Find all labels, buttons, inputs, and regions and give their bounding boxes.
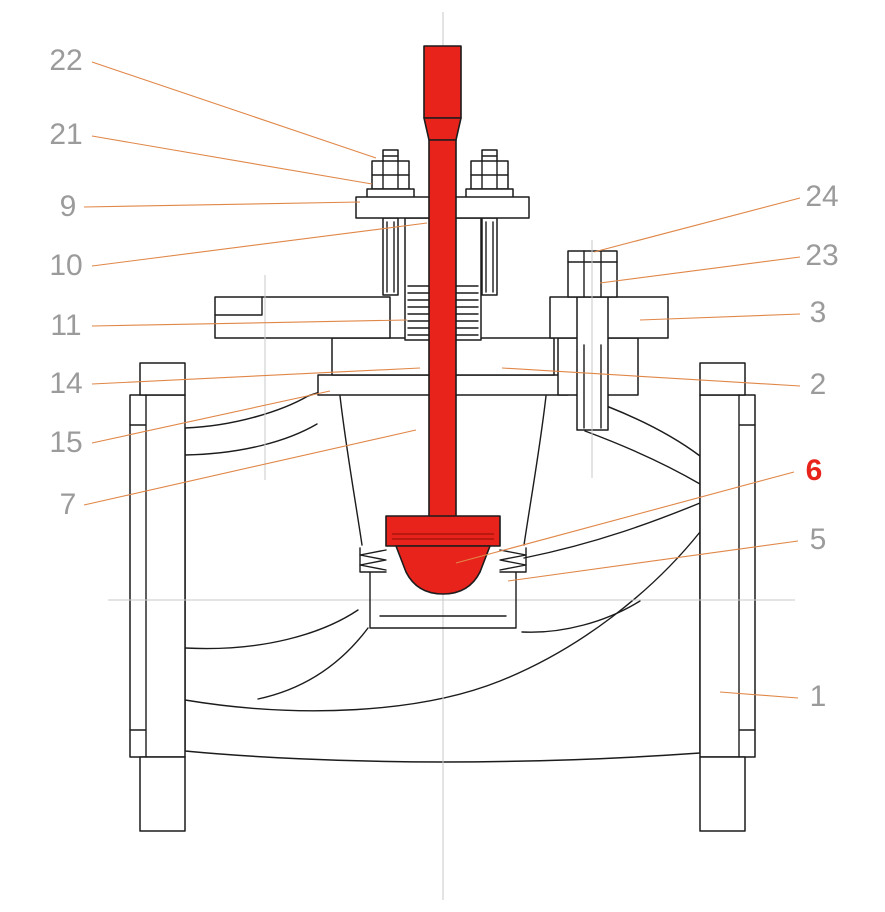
body-bottom-wall: [184, 531, 701, 712]
bolt-thread-lines: [583, 344, 602, 429]
leader-line: [91, 135, 373, 185]
flange-main: [129, 394, 186, 758]
leader-line: [91, 222, 428, 267]
stem-taper: [423, 117, 462, 141]
stem-and-plug: [385, 45, 501, 595]
flange-tab: [699, 362, 746, 396]
callout-label: 10: [49, 249, 82, 282]
leader-line: [91, 61, 377, 159]
callout-label: 14: [49, 367, 82, 400]
partition-wall: [257, 627, 369, 700]
left-flange: [129, 362, 186, 832]
leader-line: [91, 319, 408, 327]
hex-nut-facets: [371, 160, 410, 190]
callout-label: 7: [60, 488, 77, 521]
leader-line: [91, 367, 421, 385]
callout-label: 3: [810, 296, 827, 329]
stud: [481, 217, 498, 296]
flange-tab: [139, 756, 186, 832]
bracket-left: [214, 296, 391, 339]
flange-tab: [699, 756, 746, 832]
leader-line: [83, 201, 361, 208]
callout-label: 21: [49, 118, 82, 151]
bracket-notch: [214, 296, 263, 316]
outlet-bottom-wall: [521, 600, 641, 633]
seat-ring: [359, 547, 527, 629]
hex-nut-facets: [470, 160, 509, 190]
callout-label: 2: [810, 368, 827, 401]
callout-label: 23: [805, 239, 838, 272]
callout-label: 1: [810, 680, 827, 713]
flange-main: [699, 394, 756, 758]
callout-label: 24: [805, 180, 838, 213]
valve-stem: [428, 139, 457, 519]
callout-labels: 22 21 9 10 11 14 15 7 24 23 3 2 6 5 1: [49, 44, 838, 713]
stud-bolt-left: [366, 149, 415, 296]
stud-bolt-right: [465, 149, 514, 296]
callout-label: 22: [49, 44, 82, 77]
valve-plug: [395, 545, 491, 595]
body-inner-wall: [584, 430, 701, 485]
stud: [382, 217, 399, 296]
outlet-passage-wall: [523, 502, 701, 559]
flange-face-line: [738, 394, 756, 758]
seat-serration: [499, 549, 527, 571]
callout-label: 9: [60, 190, 77, 223]
leader-lines: [83, 61, 801, 699]
plug-disc: [385, 515, 501, 547]
stud-thread-lines: [481, 155, 498, 293]
leader-line: [593, 197, 801, 253]
leader-line: [83, 429, 417, 506]
plug-disc-thread-lines: [392, 533, 494, 540]
right-flange: [699, 362, 756, 832]
flange-face-line: [129, 394, 147, 758]
seat-serration: [359, 549, 387, 571]
callout-label: 5: [810, 523, 827, 556]
callout-label-highlighted: 6: [806, 454, 823, 487]
callout-label: 15: [49, 426, 82, 459]
leader-line: [639, 313, 801, 321]
leader-line: [455, 471, 795, 564]
stem-top: [423, 45, 462, 119]
seat-edges: [359, 547, 527, 629]
stud-thread-lines: [382, 155, 399, 293]
leader-line: [719, 691, 799, 699]
inlet-passage-wall: [184, 609, 359, 650]
bonnet-cavity-wall: [523, 395, 547, 546]
flange-tab: [139, 362, 186, 396]
leader-line: [507, 540, 799, 582]
bonnet-cavity-wall: [339, 395, 363, 546]
leader-line: [91, 390, 331, 444]
body-inner-wall: [184, 423, 318, 456]
bracket-right: [549, 296, 669, 339]
callout-label: 11: [50, 309, 81, 342]
leader-line: [599, 256, 801, 284]
leader-line: [501, 367, 801, 387]
